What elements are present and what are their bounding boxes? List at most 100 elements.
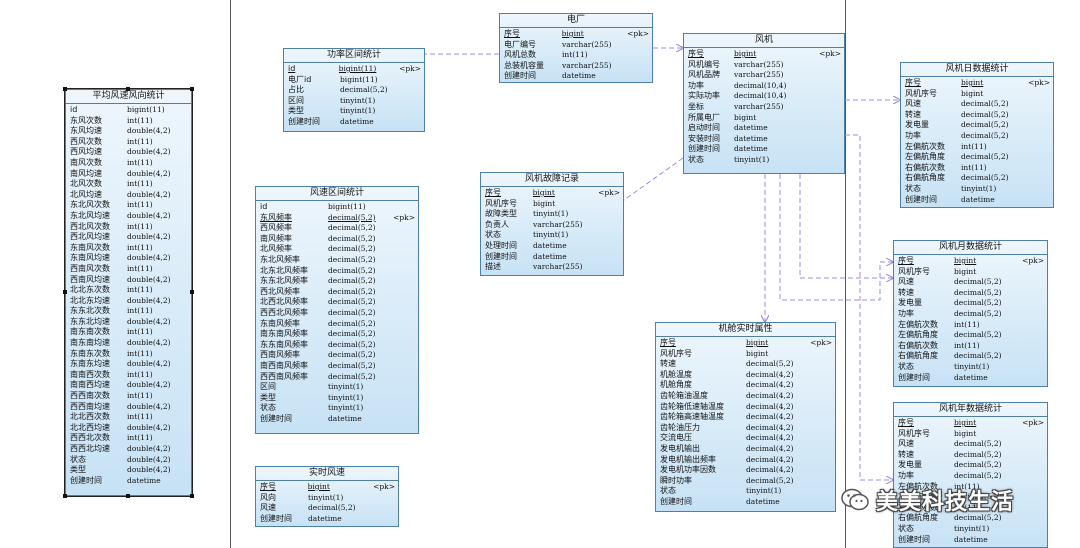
resize-handle[interactable] bbox=[63, 290, 67, 294]
resize-handle[interactable] bbox=[190, 290, 194, 294]
resize-handle[interactable] bbox=[126, 494, 130, 498]
resize-handle[interactable] bbox=[190, 87, 194, 91]
